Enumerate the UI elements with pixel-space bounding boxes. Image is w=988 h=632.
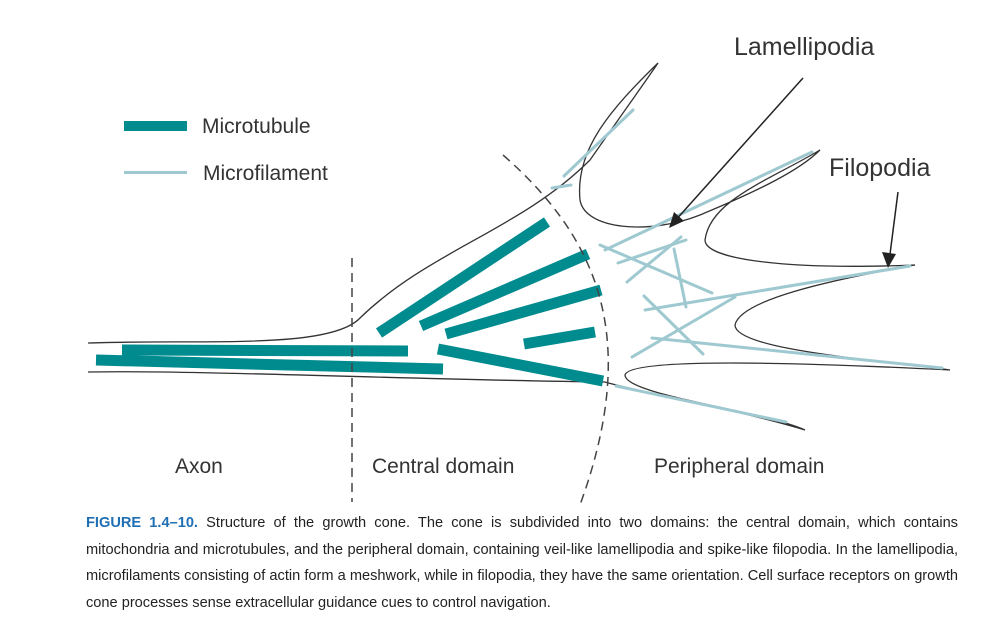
axon-label: Axon xyxy=(175,455,223,478)
growth-cone-diagram: Microtubule Microfilament Lamellipodia F… xyxy=(87,33,951,505)
microtubule xyxy=(444,284,603,340)
microtubule xyxy=(375,217,551,338)
legend-microtubule-swatch xyxy=(124,121,187,131)
microtubule xyxy=(523,326,596,350)
microfilament-group xyxy=(550,108,944,424)
microtubule-group xyxy=(95,217,605,387)
peripheral-domain-label: Peripheral domain xyxy=(654,455,824,478)
microfilament xyxy=(603,150,814,252)
legend-microfilament-label: Microfilament xyxy=(203,162,328,185)
microtubule xyxy=(95,354,444,375)
microfilament xyxy=(650,336,944,370)
microfilament xyxy=(562,108,635,178)
figure-caption: FIGURE 1.4–10. Structure of the growth c… xyxy=(86,510,958,616)
legend-microfilament-swatch xyxy=(124,171,187,174)
figure-label: FIGURE 1.4–10. xyxy=(86,515,198,531)
microfilament xyxy=(630,295,737,359)
microfilament xyxy=(642,294,705,356)
legend-microtubule-label: Microtubule xyxy=(202,115,311,138)
microfilament xyxy=(643,264,912,312)
legend: Microtubule Microfilament xyxy=(124,115,328,185)
microfilament xyxy=(550,183,573,190)
lamellipodia-arrow xyxy=(669,77,804,228)
microfilament xyxy=(625,235,683,284)
microfilament xyxy=(672,247,688,309)
lamellipodia-label: Lamellipodia xyxy=(734,33,874,61)
filopodia-label: Filopodia xyxy=(829,154,931,182)
microfilament xyxy=(614,384,788,424)
microtubule xyxy=(418,248,591,332)
microtubule xyxy=(121,344,409,357)
filopodia-arrow xyxy=(882,191,899,268)
central-domain-label: Central domain xyxy=(372,455,514,478)
microtubule xyxy=(436,343,605,387)
central-peripheral-divider xyxy=(502,154,610,505)
caption-text: Structure of the growth cone. The cone i… xyxy=(86,515,958,611)
microfilament xyxy=(598,243,714,295)
